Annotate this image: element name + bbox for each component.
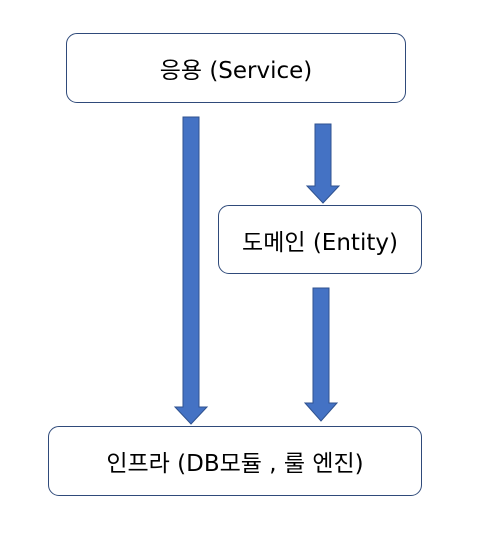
domain-layer-label: 도메인 (Entity) xyxy=(242,229,398,256)
arrow-service-to-infra xyxy=(173,116,209,425)
service-layer-label: 응용 (Service) xyxy=(159,58,313,84)
domain-layer-box: 도메인 (Entity) xyxy=(218,205,422,274)
infra-layer-label: 인프라 (DB모듈 , 룰 엔진) xyxy=(106,451,364,477)
service-layer-box: 응용 (Service) xyxy=(66,33,406,103)
arrow-service-to-domain xyxy=(305,123,341,204)
arrow-domain-to-infra xyxy=(303,287,339,422)
infra-layer-box: 인프라 (DB모듈 , 룰 엔진) xyxy=(48,426,422,496)
